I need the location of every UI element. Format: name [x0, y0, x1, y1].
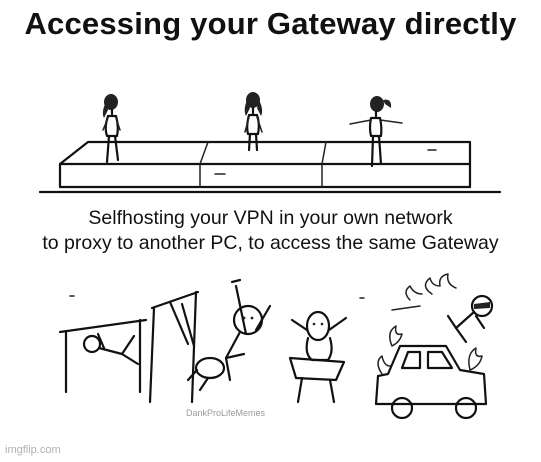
stick-figure-leaping	[224, 278, 272, 382]
stick-figure-swinging	[148, 290, 226, 404]
imgflip-watermark: imgflip.com	[5, 444, 61, 456]
stick-figure-on-bar	[58, 318, 148, 394]
gymnast-figure	[102, 94, 121, 164]
stick-figure-on-table	[288, 310, 348, 404]
bottom-caption-line-2: to proxy to another PC, to access the sa…	[42, 232, 499, 254]
bottom-caption-line-1: Selfhosting your VPN in your own network	[88, 207, 453, 229]
gymnast-figure	[244, 92, 263, 152]
middle-watermark: DankProLifeMemes	[186, 408, 266, 418]
top-caption: Accessing your Gateway directly	[24, 6, 517, 41]
gymnast-figure	[349, 96, 403, 168]
bottom-caption: Selfhosting your VPN in your own network…	[0, 206, 541, 256]
chaotic-gymnasts-illustration	[0, 262, 541, 452]
calm-gymnasts-illustration	[0, 80, 541, 208]
flying-stick-figure-on-fire	[391, 273, 494, 344]
burning-car	[374, 325, 488, 420]
